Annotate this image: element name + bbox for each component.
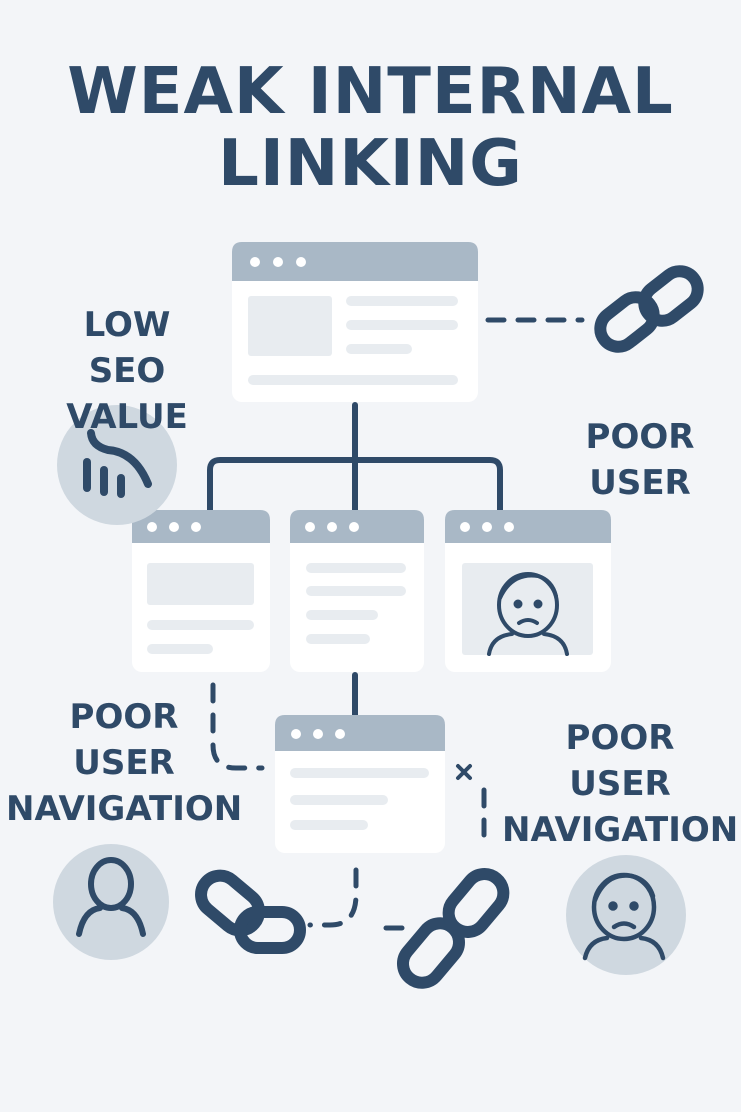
page-title: WEAK INTERNAL LINKING	[0, 56, 741, 200]
sad-face-avatar-icon	[566, 855, 686, 975]
poor-user-label: POOR USER	[560, 414, 720, 506]
poor-nav-right-line-1: POOR	[565, 718, 675, 758]
low-seo-line-2: SEO VALUE	[66, 351, 188, 437]
poor-user-line-1: POOR	[585, 417, 695, 457]
title-line-2: LINKING	[218, 127, 523, 201]
bottom-page-window	[275, 715, 445, 853]
sad-face-icon	[487, 572, 569, 656]
user-icon	[53, 844, 169, 960]
poor-nav-left-line-2: USER	[73, 743, 175, 783]
poor-nav-right-line-3: NAVIGATION	[502, 810, 739, 850]
poor-nav-left-line-3: NAVIGATION	[6, 789, 243, 829]
center-page-window	[290, 510, 424, 672]
left-page-window	[132, 510, 270, 672]
title-line-1: WEAK INTERNAL	[67, 55, 674, 129]
dashed-connectors	[210, 317, 585, 931]
declining-chart-icon	[57, 405, 177, 525]
right-page-window	[445, 510, 611, 672]
top-page-window	[232, 242, 478, 402]
poor-user-navigation-label-right: POOR USER NAVIGATION	[502, 715, 738, 853]
chain-link-icon-right	[397, 868, 510, 989]
poor-user-line-2: USER	[589, 463, 691, 503]
low-seo-line-1: LOW	[83, 305, 171, 345]
poor-nav-right-line-2: USER	[569, 764, 671, 804]
low-seo-value-label: LOW SEO VALUE	[22, 302, 232, 440]
chain-link-icon-left	[195, 869, 306, 954]
x-mark-icon	[456, 764, 472, 780]
connector-lines	[207, 402, 503, 718]
chain-link-icon-top	[594, 265, 704, 353]
poor-user-navigation-label-left: POOR USER NAVIGATION	[6, 694, 242, 832]
poor-nav-left-line-1: POOR	[69, 697, 179, 737]
